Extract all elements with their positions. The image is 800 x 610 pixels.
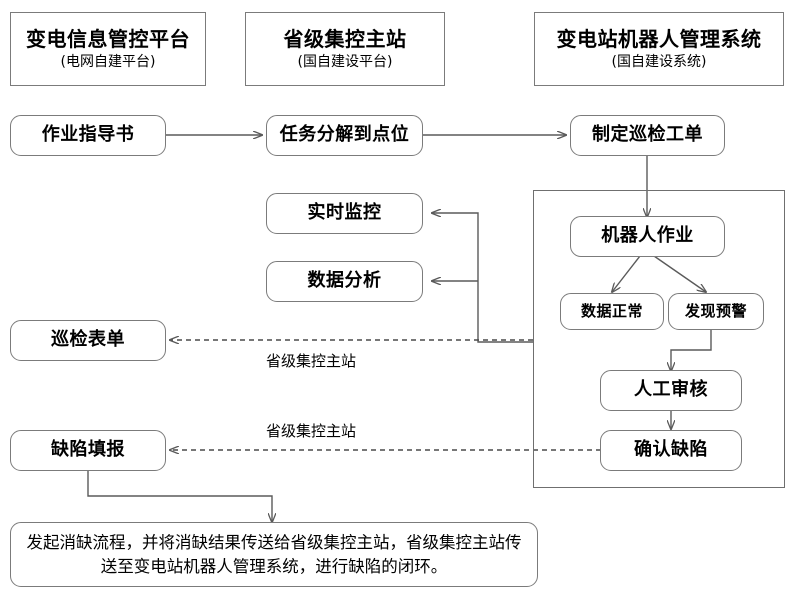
node-jiqiren-zuoye[interactable]: 机器人作业 xyxy=(570,216,725,257)
node-quexian-tianbao-label: 缺陷填报 xyxy=(51,439,125,461)
bottom-note-box[interactable]: 发起消缺流程，并将消缺结果传送给省级集控主站，省级集控主站传送至变电站机器人管理… xyxy=(10,522,538,587)
node-jiqiren-zuoye-label: 机器人作业 xyxy=(601,225,694,247)
header-shengji-subtitle: (国自建设平台) xyxy=(297,53,393,70)
node-renwu-fenjie-label: 任务分解到点位 xyxy=(279,124,410,146)
edge-group-to-shishi-jiankong xyxy=(432,213,533,343)
edge-quexian-to-note xyxy=(87,471,272,522)
header-box-shengji[interactable]: 省级集控主站 (国自建设平台) xyxy=(245,12,445,86)
bottom-note-text: 发起消缺流程，并将消缺结果传送给省级集控主站，省级集控主站传送至变电站机器人管理… xyxy=(26,533,522,576)
node-shishi-jiankong[interactable]: 实时监控 xyxy=(266,193,423,234)
header-shengji-title: 省级集控主站 xyxy=(283,26,407,51)
node-zuoye-zhidaoshu[interactable]: 作业指导书 xyxy=(10,115,166,156)
node-xunjian-biaodan[interactable]: 巡检表单 xyxy=(10,320,166,361)
node-faxian-yujing[interactable]: 发现预警 xyxy=(668,293,764,330)
header-box-dianwang[interactable]: 变电信息管控平台 (电网自建平台) xyxy=(10,12,206,86)
header-dianwang-subtitle: (电网自建平台) xyxy=(60,53,156,70)
node-renwu-fenjie[interactable]: 任务分解到点位 xyxy=(266,115,423,156)
node-shuju-fenxi[interactable]: 数据分析 xyxy=(266,261,423,302)
node-zhiding-gongdan[interactable]: 制定巡检工单 xyxy=(570,115,725,156)
node-shuju-fenxi-label: 数据分析 xyxy=(307,270,382,292)
header-robot-subtitle: (国自建设系统) xyxy=(611,53,707,70)
node-shuju-zhengchang-label: 数据正常 xyxy=(580,301,643,320)
node-faxian-yujing-label: 发现预警 xyxy=(684,301,747,320)
node-shuju-zhengchang[interactable]: 数据正常 xyxy=(560,293,664,330)
node-queren-quexian[interactable]: 确认缺陷 xyxy=(600,430,742,471)
node-rengong-shenhe[interactable]: 人工审核 xyxy=(600,370,742,411)
node-zuoye-zhidaoshu-label: 作业指导书 xyxy=(41,124,135,146)
header-robot-title: 变电站机器人管理系统 xyxy=(556,26,762,51)
robot-system-group-box xyxy=(533,190,785,488)
node-zhiding-gongdan-label: 制定巡检工单 xyxy=(592,124,703,146)
node-rengong-shenhe-label: 人工审核 xyxy=(634,379,708,401)
edge-label-quexian-tianbao: 省级集控主站 xyxy=(266,422,357,440)
node-xunjian-biaodan-label: 巡检表单 xyxy=(51,329,125,351)
node-quexian-tianbao[interactable]: 缺陷填报 xyxy=(10,430,166,471)
node-shishi-jiankong-label: 实时监控 xyxy=(307,202,382,224)
edge-label-xunjian-biaodan: 省级集控主站 xyxy=(266,352,357,370)
header-box-robot[interactable]: 变电站机器人管理系统 (国自建设系统) xyxy=(534,12,784,86)
header-dianwang-title: 变电信息管控平台 xyxy=(26,26,190,51)
node-queren-quexian-label: 确认缺陷 xyxy=(634,439,708,461)
